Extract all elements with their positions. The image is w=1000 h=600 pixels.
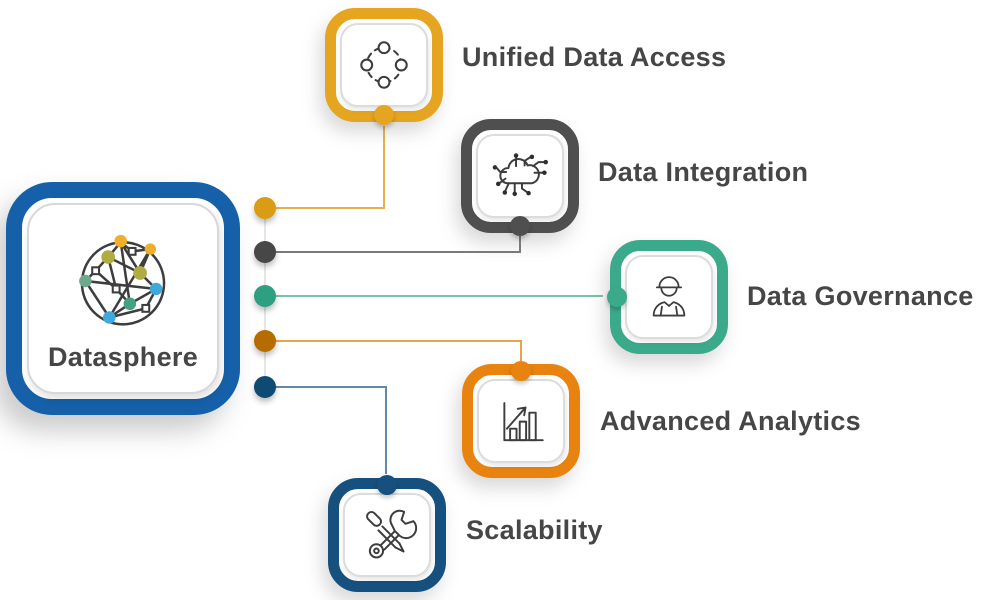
network-globe-icon xyxy=(79,234,166,326)
connector-dot-data-governance xyxy=(254,285,276,307)
orbit-nodes-icon xyxy=(360,41,408,89)
connector-dot-scalability xyxy=(254,376,276,398)
feature-label-advanced-analytics: Advanced Analytics xyxy=(600,406,861,436)
feature-label-data-integration: Data Integration xyxy=(598,157,809,187)
connector-line-data-integration xyxy=(519,236,521,253)
feature-label-unified-data-access: Unified Data Access xyxy=(462,42,727,72)
feature-card xyxy=(343,493,431,577)
connector-line-scalability xyxy=(265,386,387,388)
feature-box-data-integration xyxy=(461,119,579,236)
worker-person-icon xyxy=(652,276,686,317)
hub-card: Datasphere xyxy=(27,203,219,394)
hub-label: Datasphere xyxy=(47,342,199,372)
feature-card xyxy=(340,23,428,107)
feature-box-scalability xyxy=(328,475,446,592)
knob-data-integration xyxy=(510,216,530,236)
connector-line-unified-data-access xyxy=(265,207,384,209)
feature-label-data-governance: Data Governance xyxy=(747,281,974,311)
knob-advanced-analytics xyxy=(511,361,531,381)
feature-label-scalability: Scalability xyxy=(466,515,603,545)
connector-line-scalability xyxy=(385,387,387,474)
knob-scalability xyxy=(377,475,397,495)
connector-dot-unified-data-access xyxy=(254,197,276,219)
feature-box-data-governance xyxy=(607,240,728,354)
bar-chart-arrow-icon xyxy=(503,402,544,442)
tools-icon xyxy=(366,509,418,559)
cloud-network-icon xyxy=(492,153,548,197)
connector-line-data-governance xyxy=(265,295,603,297)
feature-box-unified-data-access xyxy=(325,8,443,125)
feature-card xyxy=(477,379,565,463)
connector-line-advanced-analytics xyxy=(265,340,522,342)
connector-dot-data-integration xyxy=(254,241,276,263)
connector-dot-advanced-analytics xyxy=(254,330,276,352)
hub-box-datasphere: Datasphere xyxy=(6,182,240,415)
knob-data-governance xyxy=(607,287,627,307)
connector-line-unified-data-access xyxy=(383,126,385,209)
feature-card xyxy=(625,255,713,339)
connector-line-advanced-analytics xyxy=(520,341,522,361)
connector-line-data-integration xyxy=(265,251,520,253)
feature-box-advanced-analytics xyxy=(462,361,580,478)
feature-card xyxy=(476,134,564,218)
knob-unified-data-access xyxy=(374,105,394,125)
